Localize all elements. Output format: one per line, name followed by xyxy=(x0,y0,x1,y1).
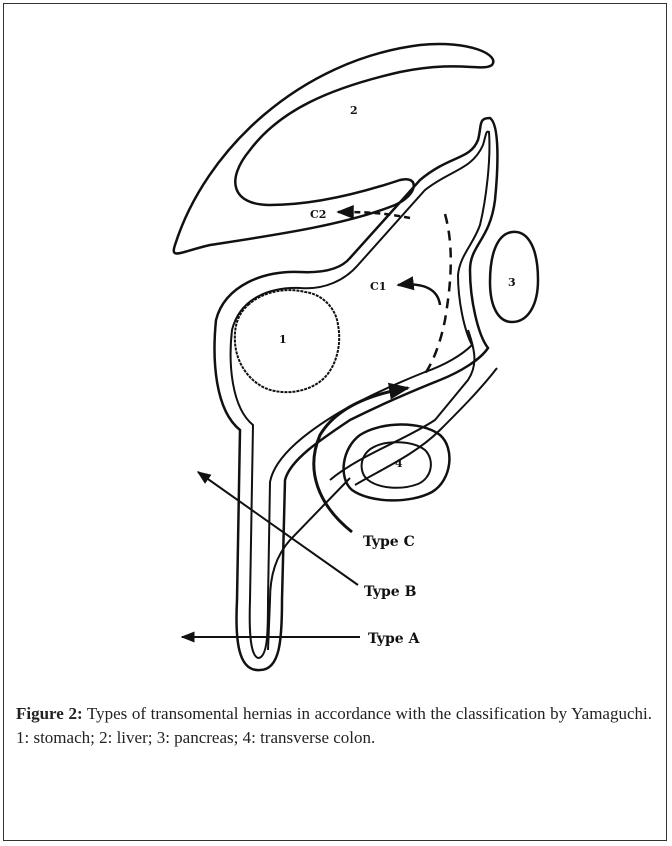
omentum-inner-contour xyxy=(231,132,490,658)
liver-shape xyxy=(174,44,494,254)
figure-caption: Figure 2: Types of transomental hernias … xyxy=(16,702,652,750)
liver-label: 2 xyxy=(350,104,358,117)
caption-title: Figure 2: xyxy=(16,704,83,723)
stomach-label: 1 xyxy=(279,333,287,346)
stomach-lumen xyxy=(235,290,339,392)
caption-text: Types of transomental hernias in accorda… xyxy=(16,704,652,747)
omentum-outer-contour xyxy=(215,118,498,670)
type-a-label: Type A xyxy=(368,631,421,647)
type-b-label: Type B xyxy=(364,584,417,600)
hernia-diagram: 2 1 3 4 C2 C1 Type C Type B Type A xyxy=(0,0,672,700)
type-b-arrow xyxy=(198,472,358,585)
c2-label: C2 xyxy=(310,208,326,221)
pancreas-label: 3 xyxy=(508,276,516,289)
c1-label: C1 xyxy=(370,280,386,293)
c1-arrow xyxy=(398,284,440,305)
type-c-label: Type C xyxy=(363,534,415,550)
transverse-colon-label: 4 xyxy=(395,457,403,470)
